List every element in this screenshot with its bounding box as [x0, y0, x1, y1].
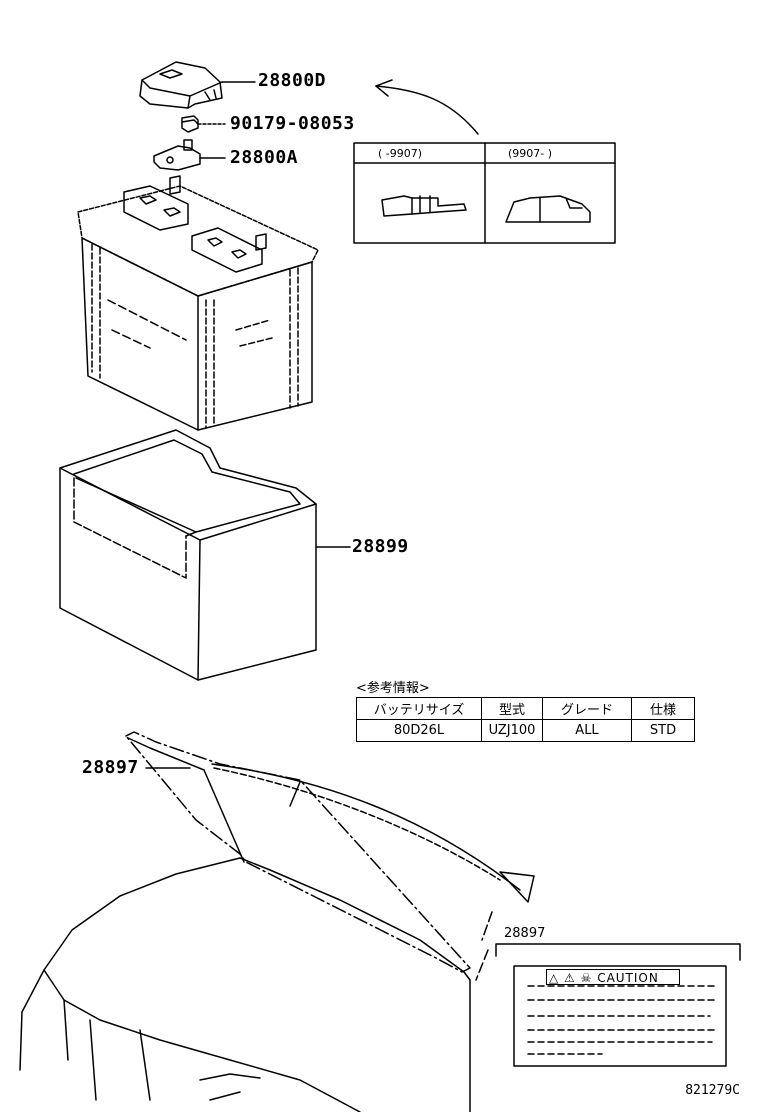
label-28800a: 28800A: [230, 147, 299, 168]
hood-arrowhead: [499, 871, 535, 903]
battery-tray: [59, 429, 317, 681]
inset-box: [353, 142, 616, 244]
spec-table: バッテリサイズ 型式 グレード 仕様 80D26L UZJ100 ALL STD: [356, 697, 695, 742]
spec-table-title: <参考情報>: [356, 681, 430, 696]
spec-header-spec: 仕様: [631, 697, 695, 720]
hood-arrow-inner: [213, 767, 501, 881]
caution-label-lines: [527, 985, 719, 1055]
inset-arrow: [375, 85, 479, 135]
spec-cell-battery-size: 80D26L: [356, 719, 482, 742]
spec-header-model: 型式: [481, 697, 543, 720]
spec-cell-grade: ALL: [542, 719, 632, 742]
caution-heading: △ ⚠ ☠ CAUTION: [546, 969, 680, 985]
terminal-part: [153, 139, 201, 171]
label-90179-08053: 90179-08053: [230, 113, 355, 134]
caution-label-sheet: [513, 965, 727, 1067]
inset-arrowhead: [375, 79, 393, 97]
label-28899: 28899: [352, 536, 409, 557]
label-28800d: 28800D: [258, 70, 327, 91]
label-28897-detail: 28897: [504, 926, 546, 941]
inset-col1-header: ( -9907): [378, 147, 423, 160]
inset-col2-header: (9907- ): [508, 147, 553, 160]
spec-header-grade: グレード: [542, 697, 632, 720]
detail-frame: [495, 943, 741, 961]
nut-part: [181, 115, 199, 133]
battery: [77, 175, 319, 431]
arrow-tick: [289, 781, 301, 807]
detail-pointer: [475, 911, 493, 981]
terminal-cover: [139, 61, 223, 109]
spec-header-row: バッテリサイズ 型式 グレード 仕様: [356, 697, 695, 720]
spec-cell-model: UZJ100: [481, 719, 543, 742]
spec-header-battery-size: バッテリサイズ: [356, 697, 482, 720]
vehicle-hood: [19, 731, 471, 1112]
label-28897: 28897: [82, 757, 139, 778]
spec-data-row: 80D26L UZJ100 ALL STD: [356, 719, 695, 742]
diagram-code: 821279C: [685, 1083, 740, 1098]
hood-arrow: [211, 763, 521, 891]
spec-cell-spec: STD: [631, 719, 695, 742]
